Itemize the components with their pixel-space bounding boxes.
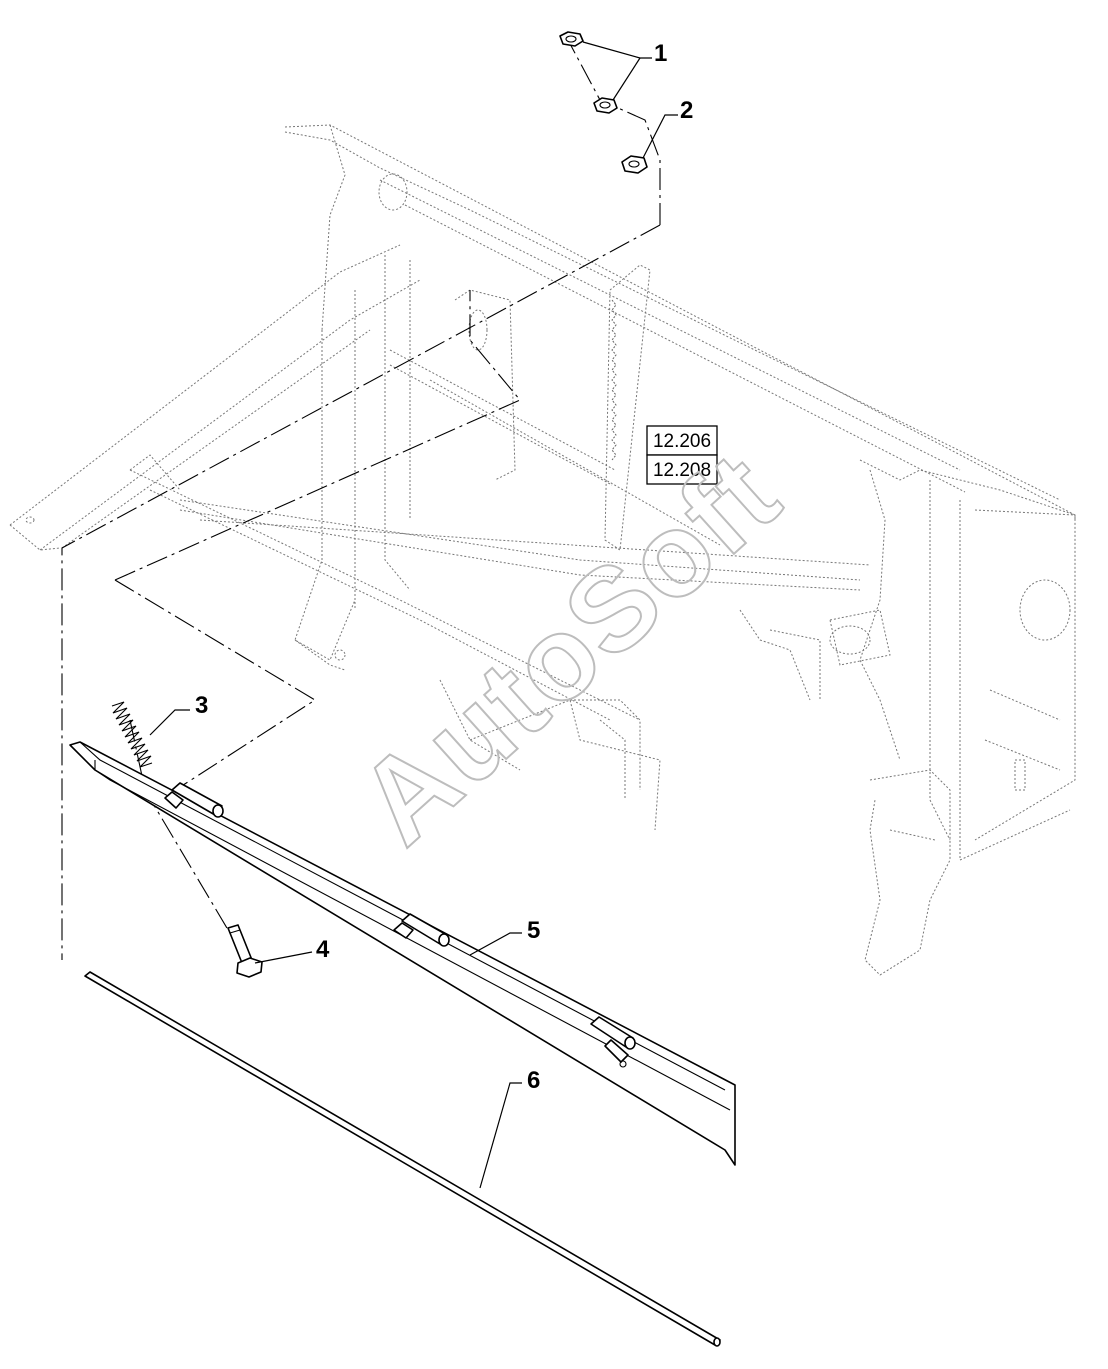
part-1-nut-upper <box>559 31 584 47</box>
callout-1: 1 <box>654 40 667 67</box>
leader-lines <box>149 41 678 1189</box>
reference-12-206[interactable]: 12.206 <box>653 431 711 452</box>
watermark: AutoSoft <box>334 427 804 869</box>
reference-boxes[interactable]: 12.206 12.208 <box>646 425 718 485</box>
reference-box-12-206[interactable] <box>646 425 718 456</box>
callout-4: 4 <box>316 936 330 963</box>
reference-box-12-208[interactable] <box>646 454 718 485</box>
part-2-lock-nut <box>621 155 648 174</box>
callout-6: 6 <box>527 1067 540 1094</box>
part-3-spring <box>111 701 153 768</box>
reference-12-208[interactable]: 12.208 <box>653 460 711 481</box>
callouts: 1 2 3 4 5 6 <box>195 40 693 1094</box>
header-frame <box>9 124 1076 976</box>
part-4-bolt <box>227 924 263 978</box>
callout-2: 2 <box>680 97 693 124</box>
part-5-angle-guard <box>69 741 736 1166</box>
part-6-rod <box>84 971 721 1347</box>
assembly-outline <box>61 39 661 960</box>
callout-5: 5 <box>527 917 540 944</box>
part-1-nut-lower <box>593 97 618 114</box>
callout-3: 3 <box>195 692 208 719</box>
